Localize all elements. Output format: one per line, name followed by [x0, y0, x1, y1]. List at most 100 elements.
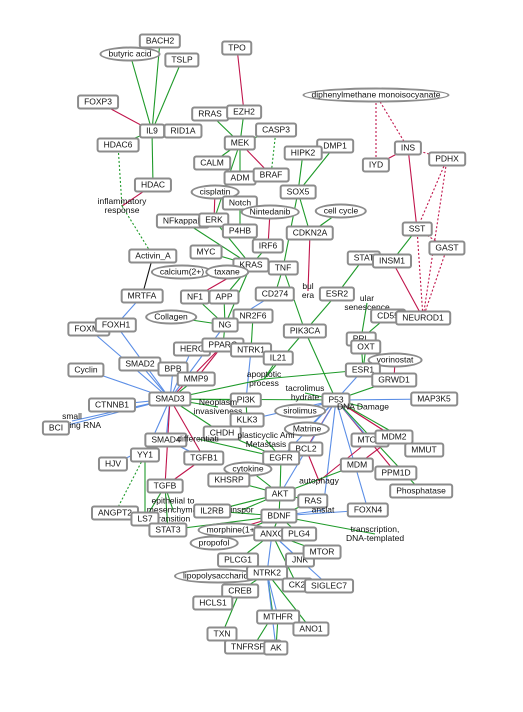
- node-inflammatory[interactable]: inflammatory response: [97, 196, 147, 215]
- node-p4hb[interactable]: P4HB: [221, 223, 259, 239]
- node-tgfb1[interactable]: TGFB1: [183, 450, 225, 466]
- node-hdac[interactable]: HDAC: [133, 177, 173, 193]
- node-tgfb[interactable]: TGFB: [146, 478, 184, 494]
- node-insm1[interactable]: INSM1: [372, 253, 412, 269]
- node-hcls1[interactable]: HCLS1: [192, 595, 234, 611]
- node-smad4[interactable]: SMAD4: [144, 432, 188, 448]
- node-smad2[interactable]: SMAD2: [118, 356, 162, 372]
- node-mdm2[interactable]: MDM2: [374, 429, 414, 445]
- node-sox5[interactable]: SOX5: [279, 184, 317, 200]
- node-akt[interactable]: AKT: [264, 486, 296, 502]
- node-pik3ca[interactable]: PIK3CA: [282, 323, 328, 339]
- node-ano1[interactable]: ANO1: [292, 621, 330, 637]
- node-ezh2[interactable]: EZH2: [226, 104, 262, 120]
- node-phosphatase[interactable]: Phosphatase: [389, 483, 453, 499]
- node-adm[interactable]: ADM: [223, 170, 257, 186]
- node-iyd[interactable]: IYD: [361, 157, 391, 173]
- node-siglec7[interactable]: SIGLEC7: [304, 578, 354, 594]
- node-differentiation[interactable]: differentiati: [177, 433, 219, 444]
- node-bul[interactable]: bul era: [301, 281, 315, 300]
- node-hjv[interactable]: HJV: [97, 456, 129, 472]
- node-il21[interactable]: IL21: [262, 350, 294, 366]
- node-p53[interactable]: P53: [321, 392, 351, 408]
- node-senescence[interactable]: ular senescence: [344, 293, 390, 312]
- node-neoplasm[interactable]: Neoplasm invasiveness: [193, 397, 243, 416]
- node-nf1[interactable]: NF1: [179, 289, 211, 305]
- node-mdm[interactable]: MDM: [339, 457, 375, 473]
- node-rid1a[interactable]: RID1A: [163, 123, 203, 139]
- node-diphenyl[interactable]: diphenylmethane monoisocyanate: [302, 87, 450, 103]
- node-mtor2[interactable]: MTOR: [302, 544, 342, 560]
- node-anslat[interactable]: anslat: [311, 504, 335, 515]
- node-morphine[interactable]: morphine(1+): [197, 522, 267, 538]
- node-txn[interactable]: TXN: [206, 626, 238, 642]
- node-ak[interactable]: AK: [263, 640, 289, 656]
- node-klk3[interactable]: KLK3: [229, 412, 265, 428]
- node-vorinostat[interactable]: vorinostat: [367, 352, 423, 368]
- node-bach2[interactable]: BACH2: [138, 33, 182, 49]
- node-hdac6[interactable]: HDAC6: [96, 137, 140, 153]
- node-ctnnb1[interactable]: CTNNB1: [87, 397, 137, 413]
- node-casp3[interactable]: CASP3: [255, 122, 297, 138]
- node-pdhx[interactable]: PDHX: [428, 151, 466, 167]
- node-sst[interactable]: SST: [401, 221, 433, 237]
- node-foxn4[interactable]: FOXN4: [346, 502, 390, 518]
- node-ng[interactable]: NG: [211, 317, 239, 333]
- node-dna-damage[interactable]: DNA Damage: [337, 401, 389, 412]
- node-rras[interactable]: RRAS: [191, 106, 229, 122]
- node-nfkappab[interactable]: NFkappaB: [155, 213, 211, 229]
- node-pi3k[interactable]: PI3K: [229, 392, 263, 408]
- node-dmp1[interactable]: DMP1: [316, 138, 354, 154]
- node-ntrk1[interactable]: NTRK1: [230, 342, 272, 358]
- node-bdnf[interactable]: BDNF: [260, 508, 298, 524]
- node-transcription[interactable]: transcription, DNA-templated: [345, 524, 405, 543]
- node-ins[interactable]: INS: [393, 140, 423, 156]
- node-egfr[interactable]: EGFR: [262, 450, 300, 466]
- node-oxt[interactable]: OXT: [350, 339, 382, 355]
- node-chdh[interactable]: CHDH: [202, 425, 242, 441]
- node-plcg1[interactable]: PLCG1: [217, 552, 259, 568]
- node-ntrk2[interactable]: NTRK2: [246, 565, 288, 581]
- node-apoptotic[interactable]: apoptotic process: [246, 369, 282, 388]
- node-calcium[interactable]: calcium(2+): [150, 264, 214, 280]
- node-myc[interactable]: MYC: [189, 244, 223, 260]
- node-mrtfa[interactable]: MRTFA: [120, 288, 164, 304]
- node-map3k5[interactable]: MAP3K5: [410, 391, 458, 407]
- node-tslp[interactable]: TSLP: [164, 52, 200, 68]
- node-esr1[interactable]: ESR1: [344, 362, 382, 378]
- node-grwd1[interactable]: GRWD1: [371, 372, 417, 388]
- node-tnf[interactable]: TNF: [267, 260, 299, 276]
- node-inspor[interactable]: inspor: [230, 504, 254, 515]
- node-collagen[interactable]: Collagen: [145, 309, 197, 325]
- node-foxp3[interactable]: FOXP3: [77, 94, 119, 110]
- node-cdkn2a[interactable]: CDKN2A: [285, 225, 335, 241]
- node-khsrp[interactable]: KHSRP: [207, 472, 251, 488]
- node-mmp9[interactable]: MMP9: [176, 371, 216, 387]
- node-plg4[interactable]: PLG4: [281, 526, 317, 542]
- node-gast[interactable]: GAST: [428, 240, 466, 256]
- node-nintedanib[interactable]: Nintedanib: [240, 204, 300, 220]
- node-metastasis[interactable]: plasticyclic Ami Metastasis: [237, 430, 295, 449]
- node-il2rb[interactable]: IL2RB: [193, 503, 231, 519]
- node-mthfr[interactable]: MTHFR: [256, 609, 300, 625]
- node-butyric-acid[interactable]: butyric acid: [99, 46, 161, 62]
- node-neurod1[interactable]: NEUROD1: [395, 310, 451, 326]
- node-taxane[interactable]: taxane: [205, 264, 249, 280]
- node-matrine[interactable]: Matrine: [283, 421, 331, 437]
- node-braf[interactable]: BRAF: [252, 167, 290, 183]
- node-tacrolimus[interactable]: tacrolimus hydrate: [285, 383, 325, 402]
- node-bci[interactable]: BCI: [41, 420, 71, 436]
- node-foxh1[interactable]: FOXH1: [94, 317, 138, 333]
- node-hipk2[interactable]: HIPK2: [283, 145, 323, 161]
- node-yy1[interactable]: YY1: [129, 447, 161, 463]
- node-il9[interactable]: IL9: [139, 123, 165, 139]
- node-activin-a[interactable]: Activin_A: [128, 248, 178, 264]
- node-ras[interactable]: RAS: [297, 493, 329, 509]
- node-ppm1d[interactable]: PPM1D: [374, 465, 418, 481]
- node-cell-cycle[interactable]: cell cycle: [314, 203, 368, 219]
- node-calm[interactable]: CALM: [193, 155, 231, 171]
- node-sirolimus[interactable]: sirolimus: [274, 403, 326, 419]
- node-smad3[interactable]: SMAD3: [148, 391, 192, 407]
- node-cyclin[interactable]: Cyclin: [67, 362, 105, 378]
- node-app[interactable]: APP: [208, 289, 240, 305]
